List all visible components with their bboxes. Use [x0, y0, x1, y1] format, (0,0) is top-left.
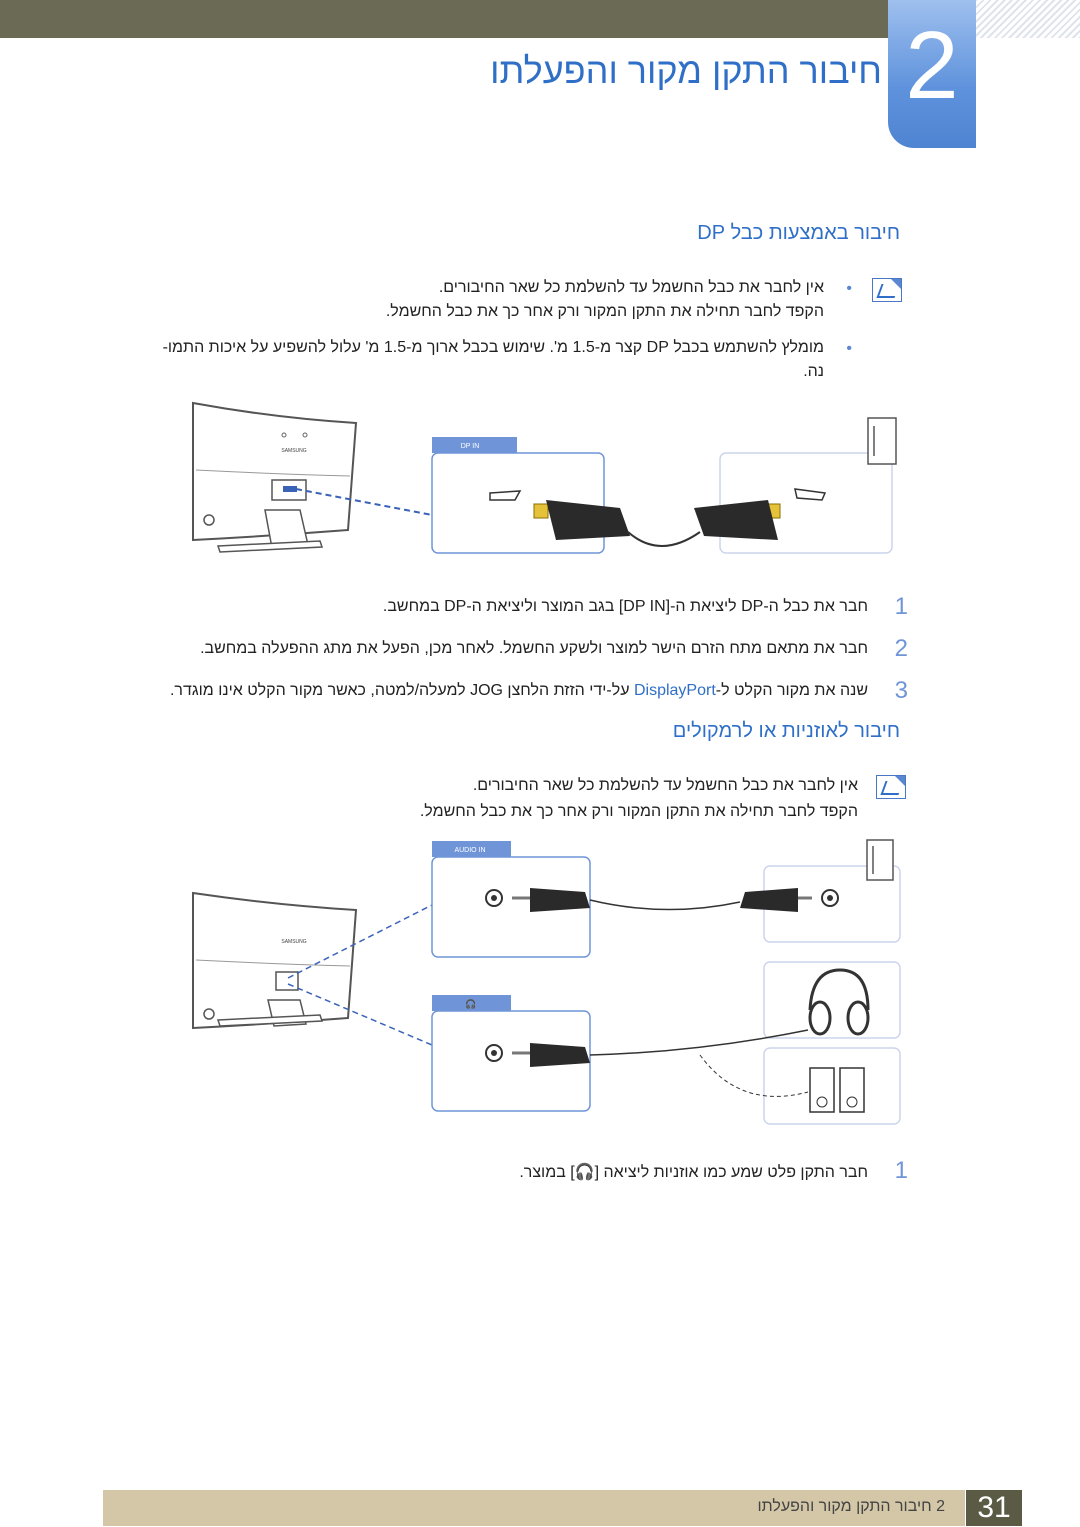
headphone-icon: 🎧: [465, 998, 476, 1010]
step-number: 1: [894, 593, 908, 620]
note-text: הקפד לחבר תחילה את התקן המקור ורק אחר כך…: [419, 803, 858, 820]
headphones-illustration: [808, 968, 870, 1036]
note-text: אין לחבר את כבל החשמל עד להשלמת כל שאר ה…: [438, 279, 824, 296]
step-number: 1: [894, 1157, 908, 1184]
note-icon: [876, 775, 906, 799]
dp-connector-right: [694, 500, 781, 540]
headphone-icon: 🎧: [574, 1162, 595, 1181]
chapter-number: 2: [905, 12, 959, 119]
port-label: AUDIO IN: [454, 847, 485, 854]
brand-logo: SAMSUNG: [281, 939, 306, 945]
chapter-tab: 2: [888, 0, 976, 148]
bullet: •: [846, 340, 852, 357]
section-title-audio: חיבור לאוזניות או לרמקולים: [672, 720, 900, 742]
footer-bar: [103, 1490, 965, 1526]
monitor-back: SAMSUNG: [192, 401, 358, 553]
note-text: הקפד לחבר תחילה את התקן המקור ורק אחר כך…: [385, 303, 824, 320]
note-icon: [872, 278, 902, 302]
footer-chapter-text: 2 חיבור התקן מקור והפעלתו: [757, 1498, 945, 1515]
brand-logo: SAMSUNG: [281, 448, 306, 454]
step-text: חבר התקן פלט שמע כמו אוזניות ליציאה [🎧] …: [519, 1162, 868, 1181]
note-text: נה.: [803, 363, 824, 380]
step-text: חבר את מתאם מתח הזרם הישר למוצר ולשקע הח…: [200, 640, 868, 657]
port-label: DP IN: [461, 443, 480, 450]
bullet: •: [846, 280, 852, 297]
step-text: חבר את כבל ה-DP ליציאת ה-[DP IN] בגב המו…: [382, 598, 868, 615]
monitor-back: SAMSUNG: [192, 891, 358, 1030]
header-bar: [0, 0, 890, 38]
displayport-link: DisplayPort: [633, 682, 716, 699]
section-title-dp: חיבור באמצעות כבל DP: [697, 222, 900, 244]
chapter-title: חיבור התקן מקור והפעלתו: [490, 50, 882, 91]
page-number: 31: [966, 1490, 1022, 1526]
step-number: 2: [894, 635, 908, 662]
note-text: אין לחבר את כבל החשמל עד להשלמת כל שאר ה…: [472, 777, 858, 794]
header-hatch-decoration: [975, 0, 1080, 38]
dp-connector-left: [533, 500, 630, 540]
note-text: מומלץ להשתמש בכבל DP קצר מ-1.5 מ'. שימוש…: [162, 339, 824, 356]
step-number: 3: [894, 677, 908, 704]
speakers-illustration: [809, 1067, 865, 1113]
step-text: שנה את מקור הקלט ל-DisplayPort על-ידי הז…: [169, 682, 868, 699]
